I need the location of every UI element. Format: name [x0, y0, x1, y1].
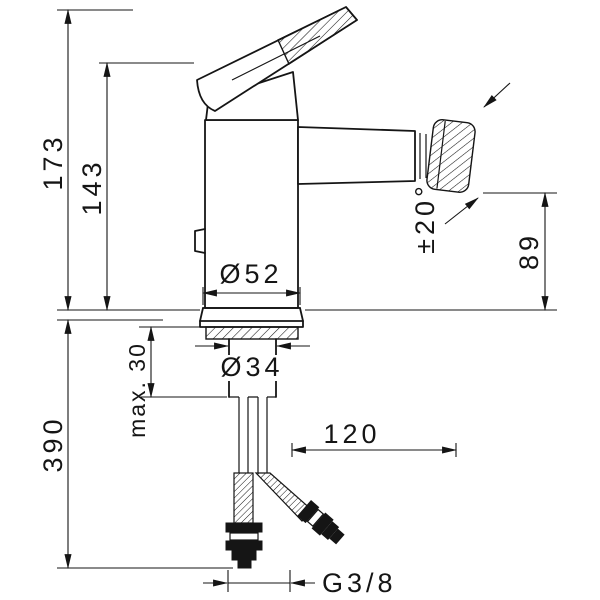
- left-hose: [225, 472, 263, 569]
- dim-label-shaft-diameter: Ø34: [220, 352, 283, 382]
- hose-connector-band: [297, 500, 320, 524]
- lever-grip-section: [277, 6, 359, 66]
- hose-connector-band: [229, 532, 259, 541]
- dim-label-spout-height: 89: [514, 232, 544, 270]
- swivel-arrow: [483, 82, 511, 108]
- lever-crease-line: [231, 35, 321, 81]
- mounting-gasket-section: [205, 326, 299, 340]
- supply-tubes: [238, 397, 268, 473]
- dim-label-connection-thread: G3/8: [322, 568, 397, 598]
- hose-connector-tip: [329, 528, 345, 545]
- hose-connector-tip: [237, 559, 252, 569]
- aerator-body: [426, 119, 476, 193]
- right-hose-connector: [297, 500, 345, 545]
- base-plate: [199, 320, 304, 328]
- hose-connector-band: [321, 521, 340, 540]
- aerator-ring-line: [436, 120, 446, 189]
- dimensions: 173 143 390 max. 30 Ø52 Ø34 89 ±20°: [38, 8, 557, 598]
- dim-label-max-mounting: max. 30: [124, 342, 150, 438]
- label-mask: [225, 355, 280, 381]
- hose-connector-band: [306, 508, 325, 528]
- hose-connector-band: [231, 550, 257, 561]
- dim-label-spout-reach: 120: [323, 419, 380, 449]
- dim-label-hose-length: 390: [38, 415, 68, 472]
- braided-hose-section: [233, 472, 254, 524]
- body-tab: [194, 228, 206, 254]
- dim-label-height-to-lever: 143: [77, 158, 107, 215]
- aerator-outlet: [426, 119, 476, 193]
- right-hose: [254, 472, 345, 545]
- flange-sides: [199, 307, 304, 322]
- dim-label-swivel-angle: ±20°: [410, 182, 440, 254]
- faucet-object: [194, 6, 476, 569]
- hose-connector-band: [311, 512, 334, 536]
- hose-connector-band: [225, 540, 263, 551]
- hose-connector-band: [225, 522, 263, 533]
- spout-arm: [297, 126, 416, 185]
- dim-label-base-diameter: Ø52: [219, 259, 282, 289]
- dim-label-overall-height: 173: [38, 133, 68, 190]
- swivel-arrow: [444, 197, 479, 225]
